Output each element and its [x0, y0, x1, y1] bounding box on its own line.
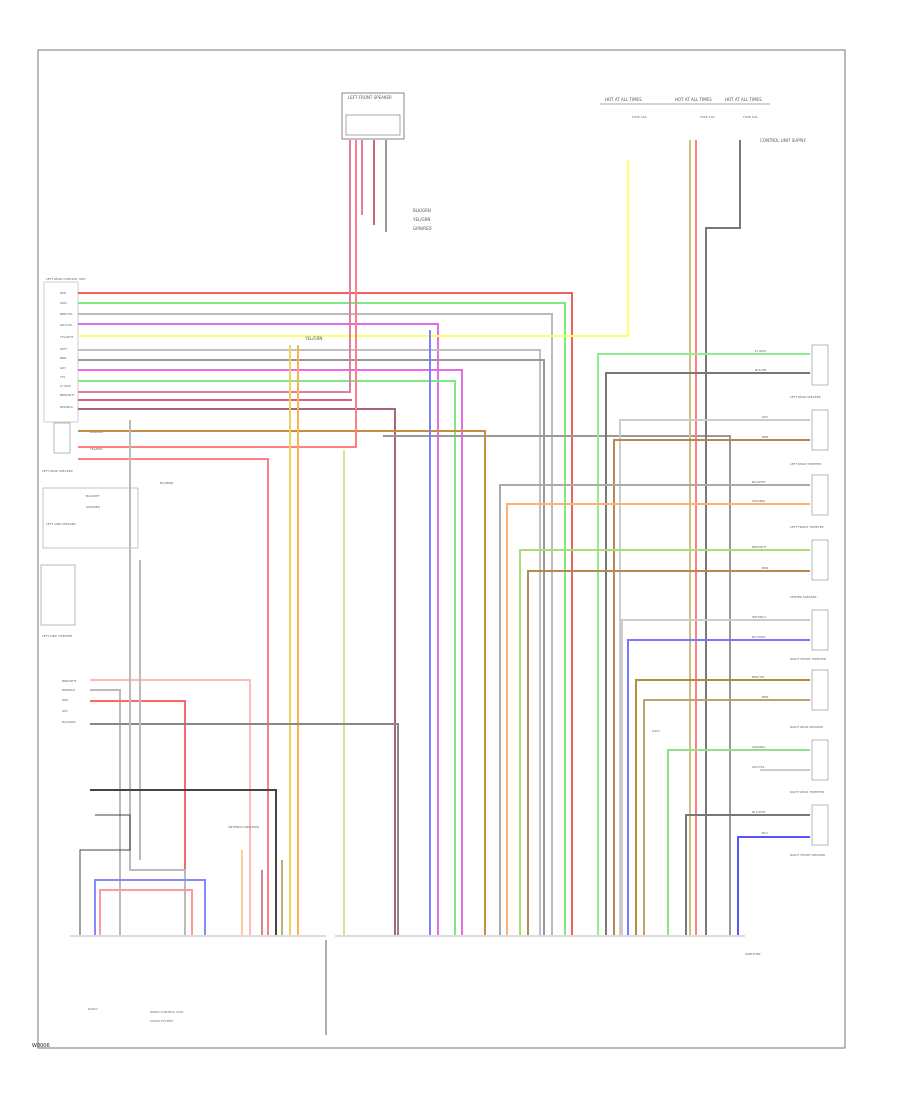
bottom-title-0: RADIO — [88, 1007, 98, 1011]
bottom-note: AUDIO SYSTEM — [150, 1019, 173, 1023]
right-connector-titles: LEFT REAR SPEAKER LEFT REAR TWEETER LEFT… — [790, 395, 826, 857]
left-label-8: YEL — [60, 375, 66, 379]
left-box-label-2: LEFT SIDE TWEETER — [42, 634, 72, 638]
right-title-4: RIGHT FRONT TWEETER — [790, 657, 826, 661]
right-wire-label-2: GRY — [762, 415, 768, 419]
right-connectors — [811, 344, 829, 846]
right-title-5: RIGHT REAR SPEAKER — [790, 725, 823, 729]
upper-connector-label-0: BLK/GRN — [413, 208, 431, 213]
left-side-label-1: BRN/BLK — [62, 688, 76, 692]
right-wire-label-15: BLU — [762, 831, 768, 835]
right-wire-label-10: BRN/YEL — [752, 675, 765, 679]
right-wire-label-12: GRN/BLU — [752, 745, 765, 749]
bottom-title-2: AMPLIFIER — [745, 952, 761, 956]
left-label-7: GRY — [60, 366, 66, 370]
right-wire-label-9: BLU/GRN — [752, 635, 765, 639]
right-wire-label-13: GRY/YEL — [752, 765, 765, 769]
bottom-title-1: RADIO CONTROL UNIT — [150, 1010, 183, 1014]
left-box-label-0: LEFT REAR SPEAKER — [42, 469, 73, 473]
left-label-9: LT GRN — [60, 384, 71, 388]
center-box-label: ANTENNA AMPLIFIER — [228, 825, 259, 829]
left-small-label-4: BLU/BRN — [160, 481, 173, 485]
left-label-1: GRN — [60, 301, 67, 305]
right-wire-label-6: BRN/WHT — [752, 545, 767, 549]
left-small-label-1: YEL/RED — [90, 447, 103, 451]
wires-horizontal — [78, 140, 741, 935]
upper-connector: LEFT FRONT SPEAKER BLK/GRN YEL/GRN GRN/R… — [341, 92, 432, 231]
right-wire-label-11: BRN — [762, 695, 768, 699]
mid-label: YEL/GRN — [304, 336, 322, 341]
right-wire-label-1: BLK/YEL — [755, 368, 767, 372]
left-label-11: RED/BLK — [60, 405, 74, 409]
upper-connector-title: LEFT FRONT SPEAKER — [348, 95, 392, 100]
left-side-label-0: BRN/WHT — [62, 679, 77, 683]
left-label-5: WHT — [60, 347, 67, 351]
right-wire-label-5: ORN/BLK — [752, 499, 766, 503]
left-label-10: BRN/WHT — [60, 393, 75, 397]
right-wire-label-7: BRN — [762, 566, 768, 570]
right-wire-labels: LT GRN BLK/YEL GRY BRN BLU/WHT ORN/BLK B… — [752, 349, 768, 835]
left-connector-title: LEFT REAR CONTROL UNIT — [46, 277, 86, 281]
fuse-label-1: HOT AT ALL TIMES — [675, 97, 712, 102]
right-wire-label-0: LT GRN — [755, 349, 766, 353]
right-title-7: RIGHT FRONT SPEAKER — [790, 853, 825, 857]
ground-label: G401 — [652, 729, 660, 733]
left-small-label-2: BLK/WHT — [86, 494, 100, 498]
left-small-label-3: GRN/RED — [86, 505, 101, 509]
left-connector: LEFT REAR CONTROL UNIT RED GRN BRN/YEL G… — [43, 277, 86, 423]
left-small-components: LEFT REAR SPEAKER LEFT SIDE SPEAKER LEFT… — [40, 422, 173, 724]
fuse-label-2: HOT AT ALL TIMES — [725, 97, 762, 102]
right-title-3: CENTER SPEAKER — [790, 595, 817, 599]
fuse-sublabel-2: FUSE 10A — [743, 115, 758, 119]
wires-right — [79, 353, 810, 935]
upper-connector-label-2: GRN/RED — [413, 226, 432, 231]
right-wire-label-4: BLU/WHT — [752, 480, 766, 484]
left-side-label-4: BLU/GRN — [62, 720, 75, 724]
right-title-2: LEFT FRONT TWEETER — [790, 525, 824, 529]
right-title-0: LEFT REAR SPEAKER — [790, 395, 821, 399]
left-label-6: BRN — [60, 356, 66, 360]
top-right-note: CONTROL UNIT SUPPLY — [760, 138, 807, 143]
left-label-2: BRN/YEL — [60, 312, 73, 316]
left-label-4: YEL/WHT — [60, 335, 74, 339]
diagram-border — [37, 49, 846, 1049]
fuse-label-0: HOT AT ALL TIMES — [605, 97, 642, 102]
left-side-label-2: RED — [62, 698, 69, 702]
upper-connector-label-1: YEL/GRN — [412, 217, 430, 222]
left-label-0: RED — [60, 291, 67, 295]
right-title-1: LEFT REAR TWEETER — [790, 462, 822, 466]
right-title-6: RIGHT REAR TWEETER — [790, 790, 824, 794]
right-wire-label-3: BRN — [762, 435, 768, 439]
fuse-sublabel-1: FUSE 10A — [700, 115, 715, 119]
top-fuses: HOT AT ALL TIMES HOT AT ALL TIMES HOT AT… — [600, 97, 807, 143]
left-box-label-1: LEFT SIDE SPEAKER — [46, 522, 76, 526]
left-label-3: GRY/YEL — [60, 323, 73, 327]
right-wire-label-8: WHT/BLU — [752, 615, 766, 619]
footer-code: W0006 — [32, 1043, 50, 1049]
right-wire-label-14: BLK/WHT — [752, 810, 766, 814]
fuse-sublabel-0: FUSE 10A — [632, 115, 647, 119]
left-side-label-3: GRY — [62, 709, 68, 713]
